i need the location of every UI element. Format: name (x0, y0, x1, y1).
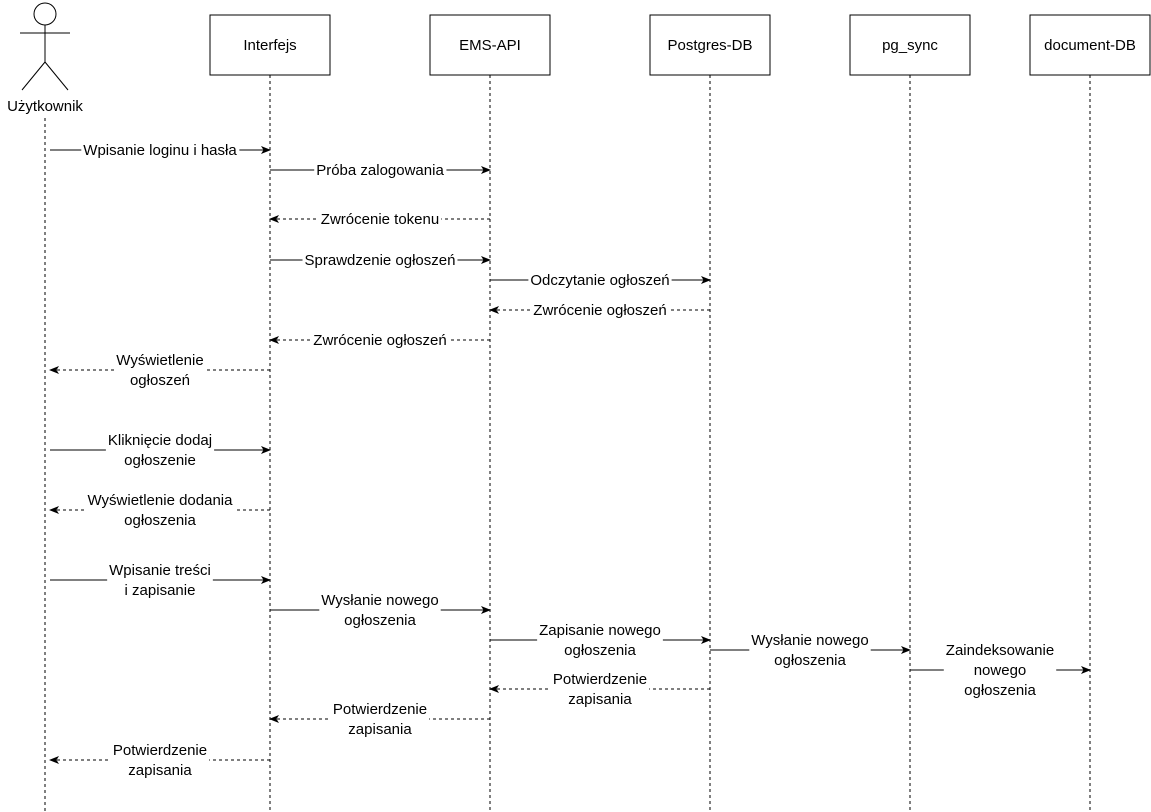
message-label: ogłoszenie (124, 452, 196, 469)
participant-pg-sync: pg_sync (849, 14, 971, 76)
message-arrow: Potwierdzenie zapisania (49, 741, 270, 780)
message-label: Odczytanie ogłoszeń (530, 272, 669, 289)
message-label-background (550, 670, 650, 709)
message-label: Zapisanie nowego (539, 622, 661, 639)
message-arrow: Wyświetlenie ogłoszeń (49, 351, 270, 390)
message-label-background (81, 141, 240, 160)
message-arrow: Zapisanie nowego ogłoszenia (490, 621, 711, 660)
message-label: ogłoszenia (774, 652, 846, 669)
message-arrow: Potwierdzenie zapisania (269, 700, 490, 739)
message-label: Zwrócenie ogłoszeń (313, 332, 446, 349)
message-label: ogłoszenia (124, 512, 196, 529)
participant-label: pg_sync (882, 37, 938, 54)
message-label: Wpisanie treści (109, 562, 211, 579)
message-arrow: Potwierdzenie zapisania (489, 670, 710, 709)
participant-label: Postgres-DB (667, 37, 752, 54)
message-arrow: Wysłanie nowego ogłoszenia (270, 591, 491, 630)
participant-document-db: document-DB (1029, 14, 1151, 76)
message-label-background (749, 631, 871, 670)
message-arrow: Próba zalogowania (270, 161, 491, 180)
message-arrow: Wpisanie treści i zapisanie (50, 561, 271, 600)
message-label: Potwierdzenie (333, 701, 427, 718)
message-label-background (537, 621, 663, 660)
message-label-background (319, 591, 441, 630)
message-label-background (107, 561, 213, 600)
message-label: Próba zalogowania (316, 162, 444, 179)
message-label: Wyświetlenie (116, 352, 203, 369)
message-arrow: Kliknięcie dodaj ogłoszenie (50, 431, 271, 470)
message-label: ogłoszenia (964, 682, 1036, 699)
message-label-background (314, 161, 447, 180)
participant-label: Interfejs (243, 37, 296, 54)
message-label-background (302, 251, 458, 270)
message-arrow: Wpisanie loginu i hasła (50, 141, 271, 160)
message-label-background (110, 741, 210, 780)
message-label-background (531, 301, 669, 320)
message-label-background (311, 331, 449, 350)
participant-label: document-DB (1044, 37, 1136, 54)
message-arrow: Zwrócenie ogłoszeń (269, 331, 490, 350)
message-label: ogłoszenia (564, 642, 636, 659)
actor-label: Użytkownik (7, 98, 83, 115)
message-label-background (105, 431, 215, 470)
message-label-background (943, 641, 1057, 700)
message-label: Sprawdzenie ogłoszeń (305, 252, 456, 269)
message-label: Wyświetlenie dodania (88, 492, 234, 509)
message-label: Zwrócenie tokenu (321, 211, 439, 228)
message-label-background (318, 210, 442, 229)
message-label: Zwrócenie ogłoszeń (533, 302, 666, 319)
message-label-background (528, 271, 672, 290)
message-label-background (85, 491, 236, 530)
message-label: Zaindeksowanie (946, 642, 1054, 659)
message-label-background (330, 700, 430, 739)
message-label: Wysłanie nowego (321, 592, 438, 609)
message-arrow: Zwrócenie ogłoszeń (489, 301, 710, 320)
participant-label: EMS-API (459, 37, 521, 54)
message-label: Potwierdzenie (113, 742, 207, 759)
message-arrow: Wyświetlenie dodania ogłoszenia (49, 491, 270, 530)
participant-ems-api: EMS-API (429, 14, 551, 76)
message-arrow: Zwrócenie tokenu (269, 210, 490, 229)
message-label: zapisania (568, 691, 632, 708)
message-label: ogłoszenia (344, 612, 416, 629)
actor-user: Użytkownik (7, 2, 83, 115)
stick-figure-actor-icon (20, 2, 70, 91)
message-label: ogłoszeń (130, 372, 190, 389)
message-arrow: Sprawdzenie ogłoszeń (270, 251, 491, 270)
participant-box (209, 14, 331, 76)
message-label: nowego (974, 662, 1027, 679)
participant-interfejs: Interfejs (209, 14, 331, 76)
message-label: Potwierdzenie (553, 671, 647, 688)
participant-box (1029, 14, 1151, 76)
participant-box (429, 14, 551, 76)
message-label-background (114, 351, 206, 390)
message-label: Wpisanie loginu i hasła (83, 142, 237, 159)
message-label: i zapisanie (125, 582, 196, 599)
message-arrow: Odczytanie ogłoszeń (490, 271, 711, 290)
message-arrow: Wysłanie nowego ogłoszenia (710, 631, 911, 670)
message-label: Kliknięcie dodaj (108, 432, 212, 449)
participant-postgres-db: Postgres-DB (649, 14, 771, 76)
message-label: zapisania (128, 762, 192, 779)
message-label: zapisania (348, 721, 412, 738)
message-label: Wysłanie nowego (751, 632, 868, 649)
message-arrow: Zaindeksowanie nowego ogłoszenia (910, 641, 1091, 700)
